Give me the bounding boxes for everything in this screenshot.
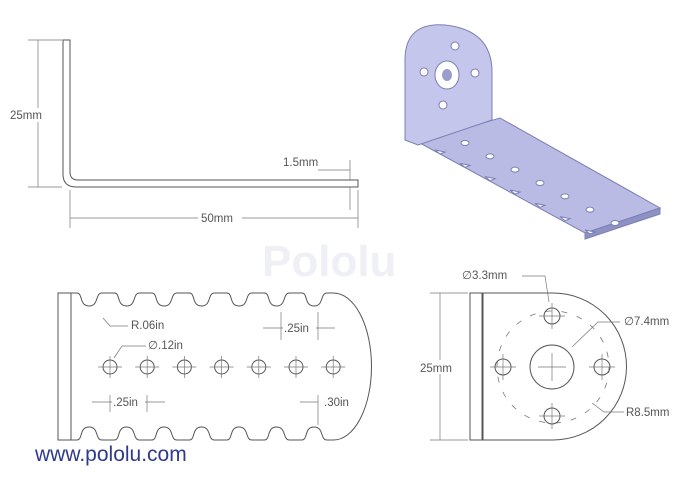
center-hole bbox=[529, 344, 575, 390]
center-hole-label: ∅7.4mm bbox=[624, 316, 669, 328]
length-label: 50mm bbox=[201, 213, 233, 225]
render-notch bbox=[584, 229, 597, 235]
top-view: R.06in ∅.12in .25in .25in .30in bbox=[57, 292, 372, 441]
render-notch bbox=[559, 216, 572, 222]
render-hole bbox=[485, 153, 495, 160]
small-hole-label: ∅3.3mm bbox=[462, 270, 507, 282]
render-hole bbox=[560, 193, 570, 200]
render-notch bbox=[534, 202, 547, 208]
end-plate-outline bbox=[483, 292, 627, 441]
end-offset-label: .30in bbox=[324, 397, 349, 409]
render-hole bbox=[535, 180, 545, 186]
render-notch bbox=[459, 162, 472, 168]
render-base-plate bbox=[416, 117, 662, 234]
render-hole bbox=[585, 206, 595, 213]
notch-pitch-label: .25in bbox=[284, 323, 309, 335]
side-view: 25mm 50mm 1.5mm bbox=[8, 39, 359, 228]
thickness-label: 1.5mm bbox=[283, 157, 318, 169]
render-hole bbox=[610, 220, 620, 226]
end-height-label: 25mm bbox=[420, 363, 452, 375]
bracket-3d-render bbox=[404, 24, 662, 240]
hole-diameter-label: ∅.12in bbox=[148, 340, 183, 352]
plate-outline bbox=[70, 292, 372, 441]
height-label: 25mm bbox=[10, 110, 42, 122]
website-url[interactable]: www.pololu.com bbox=[34, 443, 187, 466]
render-notch bbox=[484, 176, 497, 182]
hole-pitch-label: .25in bbox=[113, 397, 138, 409]
watermark-logo: Pololu bbox=[262, 237, 396, 286]
render-hole bbox=[460, 140, 470, 146]
bend-edge bbox=[57, 292, 72, 441]
bracket-side-profile bbox=[62, 39, 359, 188]
render-hole bbox=[510, 166, 520, 173]
render-notch bbox=[434, 149, 447, 155]
end-view: 25mm ∅3.3mm ∅7.4mm R8.5mm bbox=[418, 270, 669, 441]
bolt-circle-label: R8.5mm bbox=[626, 407, 669, 419]
radius-label: R.06in bbox=[131, 320, 164, 332]
render-notch bbox=[509, 189, 522, 195]
